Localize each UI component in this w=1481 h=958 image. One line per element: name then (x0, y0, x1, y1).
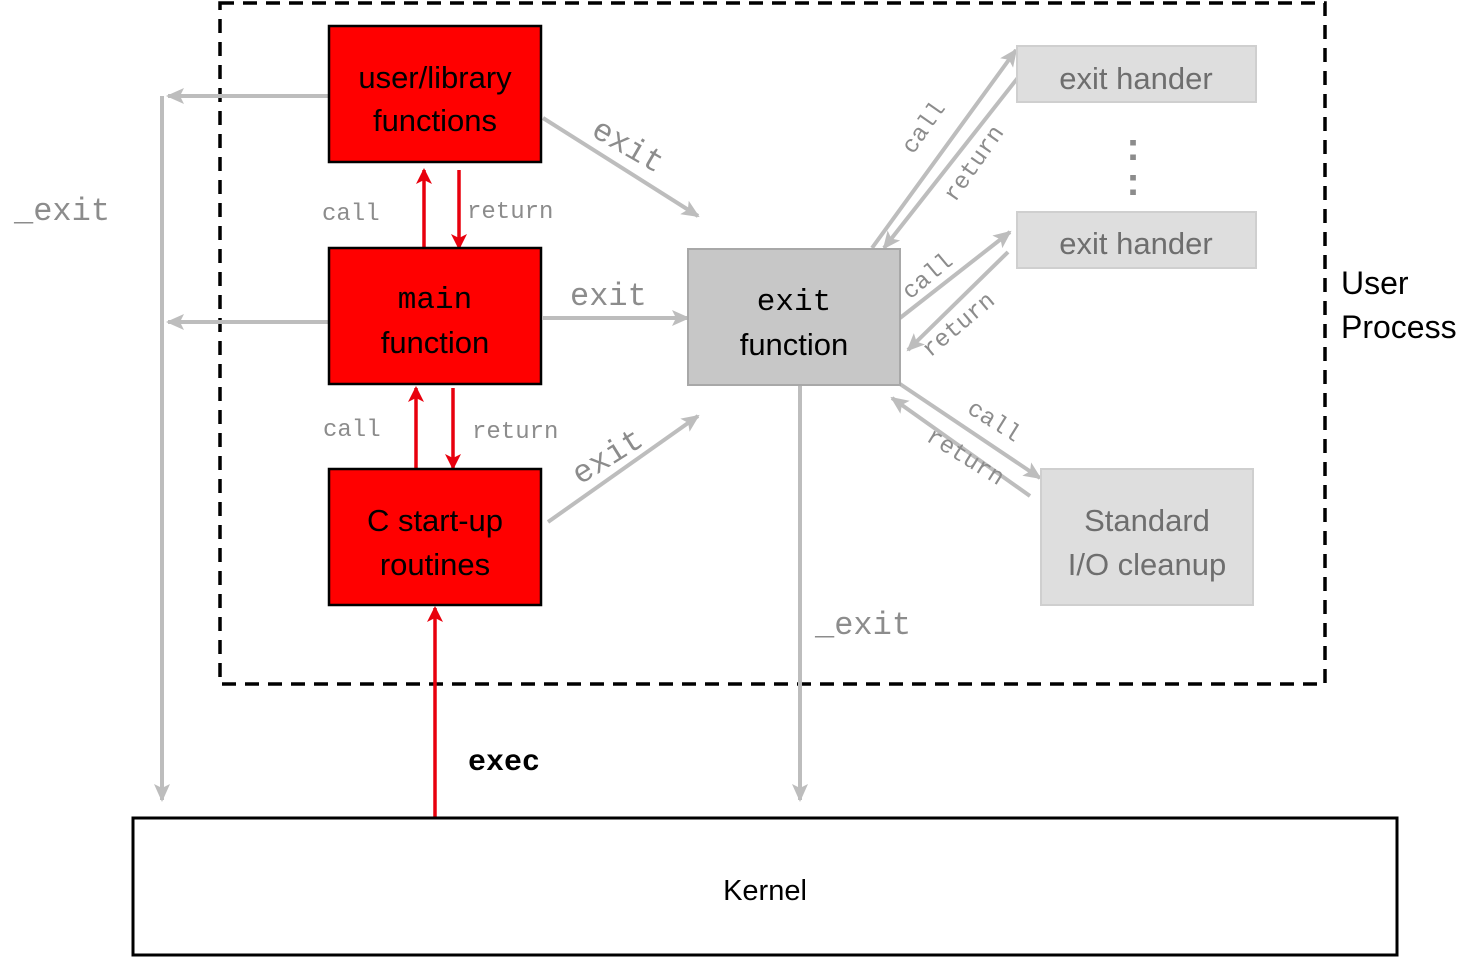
arrow-startup-exit (546, 414, 700, 524)
arrow-return-stdio (890, 396, 1032, 498)
user-process-label-line2: Process (1341, 309, 1457, 345)
arrow-call-handler-2 (898, 230, 1012, 320)
arrow-return-handler-1 (882, 73, 1022, 250)
arrow-call-handler-1 (870, 48, 1018, 250)
label-return-lower: return (472, 419, 558, 446)
stdio-label-line1: Standard (1084, 503, 1210, 538)
kernel-box (131, 816, 1399, 957)
handler-ellipsis: : (1126, 125, 1139, 169)
main-label-line1: main (398, 283, 472, 318)
handler-ellipsis-2: : (1126, 160, 1139, 204)
exit-function-label-line1: exit (757, 285, 831, 320)
c-startup-routines-box (327, 467, 543, 607)
exit-function-label-line2: function (740, 327, 849, 362)
kernel-label: Kernel (723, 875, 807, 907)
label-call-upper: call (322, 201, 380, 228)
arrow-call-stdio (898, 382, 1042, 480)
startup-label-line2: routines (380, 547, 490, 582)
arrow-user-library-exit (541, 116, 700, 218)
main-label-line2: function (381, 325, 490, 360)
user-process-region (218, 1, 1327, 686)
main-function-box (327, 246, 543, 386)
exit-handler-box-1 (1016, 45, 1257, 103)
label-exec: exec (468, 746, 540, 780)
exit-handler-box-2 (1016, 211, 1257, 269)
user-library-label-line2: functions (373, 103, 497, 138)
label-exit-3: exit (566, 421, 651, 493)
label-call-lower: call (323, 417, 381, 444)
label-return-upper: return (467, 199, 553, 226)
exit-function-box (687, 248, 901, 386)
arrow-return-handler-2 (906, 250, 1010, 352)
label-call-stdio: call (962, 396, 1025, 449)
standard-io-cleanup-box (1040, 468, 1254, 606)
label-left-underscore-exit: _exit (13, 193, 110, 230)
user-library-label-line1: user/library (358, 60, 512, 95)
stdio-label-line2: I/O cleanup (1068, 547, 1227, 582)
exit-handler-2-label: exit hander (1059, 226, 1212, 261)
label-exit-2: exit (570, 278, 647, 315)
user-library-functions-box (327, 24, 543, 164)
exit-handler-1-label: exit hander (1059, 61, 1212, 96)
user-process-label-line1: User (1341, 265, 1409, 301)
startup-label-line1: C start-up (367, 503, 503, 538)
label-underscore-exit-bottom: _exit (814, 607, 911, 644)
